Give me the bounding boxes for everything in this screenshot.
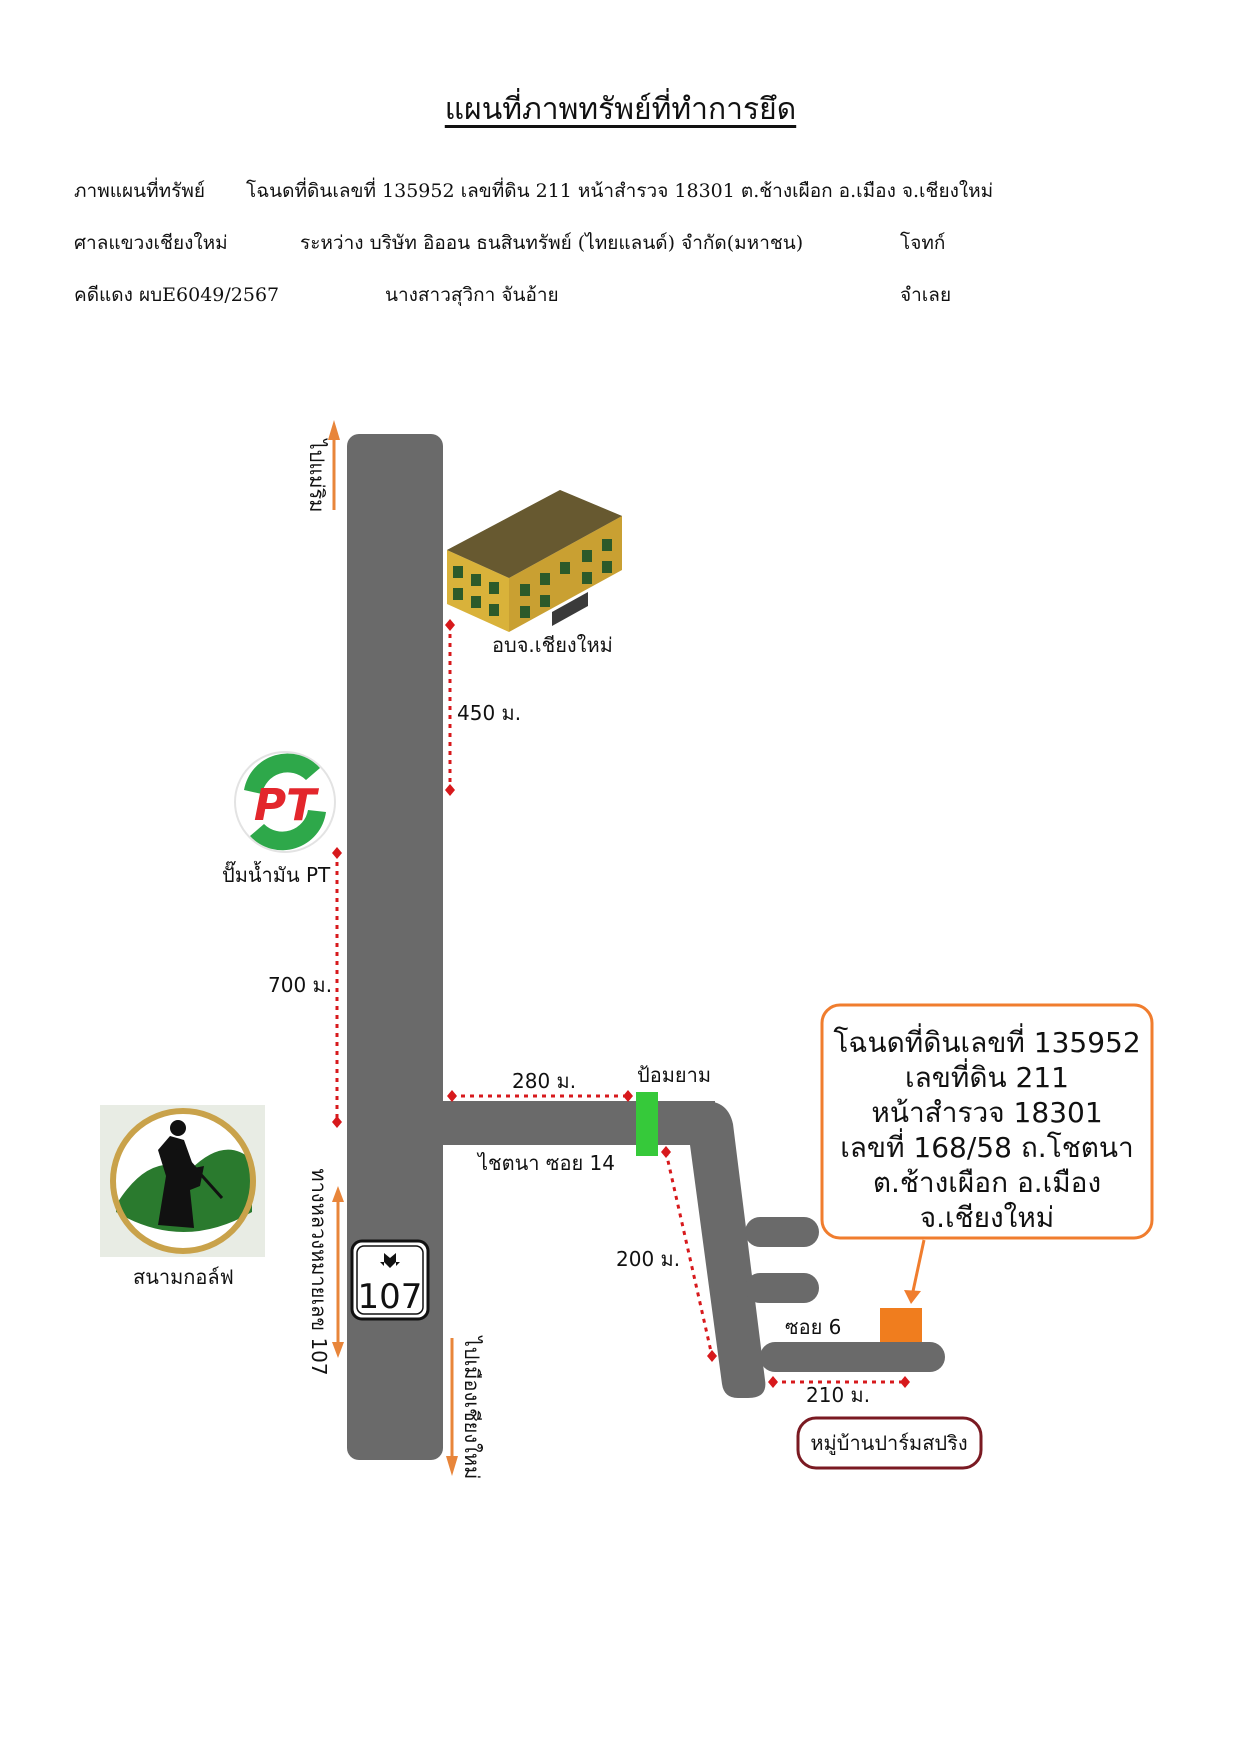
header-defendant: จำเลย (900, 284, 952, 306)
highway-107-road (347, 434, 443, 1460)
header-defendant-name: นางสาวสุวิกา จันอ้าย (385, 284, 559, 306)
building-icon (447, 490, 622, 632)
label-police-box: ป้อมยาม (637, 1063, 711, 1087)
property-callout: โฉนดที่ดินเลขที่ 135952 เลขที่ดิน 211 หน… (820, 1003, 1154, 1304)
label-dist-200: 200 ม. (616, 1247, 680, 1271)
callout-line-3: หน้าสำรวจ 18301 (871, 1096, 1102, 1129)
direction-arrows (328, 420, 458, 1476)
golf-course-icon (100, 1105, 265, 1257)
garuda-emblem (380, 1253, 400, 1268)
soi-14-road (400, 1101, 715, 1145)
header-plaintiff: โจทก์ (900, 232, 946, 254)
callout-line-2: เลขที่ดิน 211 (905, 1058, 1069, 1094)
label-highway: ทางหลวงหมายเลข 107 (307, 1168, 331, 1375)
label-dist-700: 700 ม. (268, 973, 332, 997)
label-pt-station: ปั๊มน้ำมัน PT (222, 860, 331, 887)
roads (347, 434, 945, 1460)
highway-shield-number: 107 (358, 1277, 423, 1317)
dist-line-200 (664, 1151, 714, 1357)
property-marker (880, 1308, 922, 1342)
label-village: หมู่บ้านปาร์มสปริง (810, 1431, 967, 1456)
callout-line-1: โฉนดที่ดินเลขที่ 135952 (833, 1023, 1140, 1059)
header-case-no: คดีแดง ผบE6049/2567 (74, 284, 280, 306)
side-road-1 (745, 1217, 819, 1247)
label-dist-450: 450 ม. (457, 701, 521, 725)
header-court: ศาลแขวงเชียงใหม่ (74, 232, 228, 254)
highway-shield: 107 (350, 1239, 430, 1321)
label-dist-280: 280 ม. (512, 1069, 576, 1093)
distance-lines (335, 625, 905, 1384)
label-obj: อบจ.เชียงใหม่ (492, 633, 613, 657)
pt-logo: PT (234, 751, 336, 853)
distance-endpoints (332, 619, 910, 1388)
pt-logo-text: PT (254, 780, 319, 831)
police-box-marker (636, 1092, 658, 1156)
label-to-maerim: ไปแม่ริม (305, 438, 329, 513)
callout-line-6: จ.เชียงใหม่ (920, 1201, 1055, 1234)
header-between: ระหว่าง บริษัท อิออน ธนสินทรัพย์ (ไทยแลน… (300, 232, 804, 254)
header-line1-text: โฉนดที่ดินเลขที่ 135952 เลขที่ดิน 211 หน… (246, 180, 994, 202)
label-golf: สนามกอล์ฟ (133, 1265, 234, 1289)
callout-line-4: เลขที่ 168/58 ถ.โชตนา (840, 1128, 1134, 1164)
soi-6-road (760, 1342, 945, 1372)
label-to-city: ไปเมืองเชียงใหม่ (460, 1335, 484, 1480)
header-line1-label: ภาพแผนที่ทรัพย์ (74, 180, 205, 202)
branch-road (680, 1101, 766, 1398)
page-title: แผนที่ภาพทรัพย์ที่ทำการยึด (444, 92, 797, 127)
village-box (796, 1416, 983, 1470)
callout-line-5: ต.ช้างเผือก อ.เมือง (873, 1166, 1101, 1199)
label-soi-14: ไชตนา ซอย 14 (476, 1151, 615, 1175)
label-dist-210: 210 ม. (806, 1383, 870, 1407)
label-soi-6: ซอย 6 (785, 1315, 841, 1339)
side-road-2 (745, 1273, 819, 1303)
